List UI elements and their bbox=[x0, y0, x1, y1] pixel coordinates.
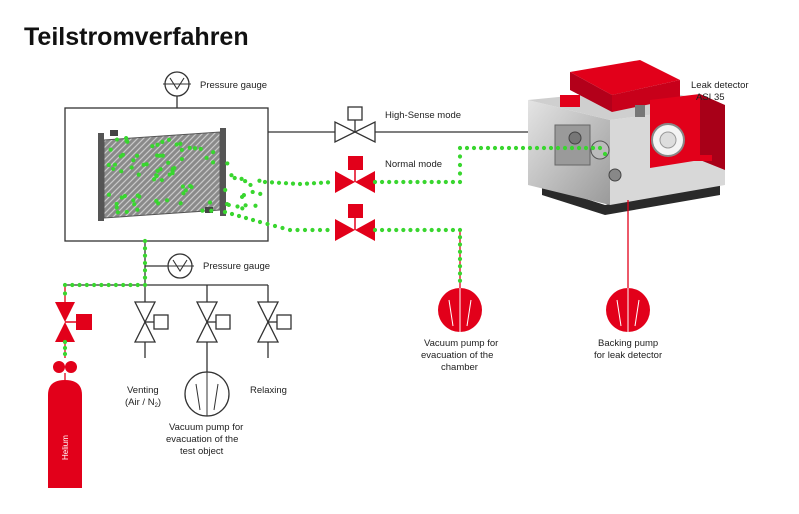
normal-mode-valve bbox=[335, 156, 375, 193]
venting-label-line1: Venting bbox=[127, 385, 159, 396]
leak-detector-label-line2: ASI 35 bbox=[696, 92, 725, 103]
backing-pump-label-line2: for leak detector bbox=[594, 350, 662, 361]
helium-cylinder bbox=[48, 380, 82, 488]
test-pump-label-line1: Vacuum pump for bbox=[169, 422, 243, 433]
chamber-pump-label-line2: evacuation of the bbox=[421, 350, 493, 361]
venting-label-line2: (Air / N2) bbox=[125, 397, 161, 409]
pressure-gauge-top-icon bbox=[163, 71, 191, 97]
backing-pump-label-line1: Backing pump bbox=[598, 338, 658, 349]
relaxing-valve bbox=[256, 301, 292, 343]
pressure-gauge-bottom-icon bbox=[166, 253, 194, 279]
test-pump-label-line3: test object bbox=[180, 446, 224, 457]
helium-valve bbox=[55, 302, 92, 342]
chamber-pump-label-line1: Vacuum pump for bbox=[424, 338, 498, 349]
relaxing-label: Relaxing bbox=[250, 385, 287, 396]
helium-regulator-icon bbox=[53, 361, 77, 373]
pressure-gauge-top-label: Pressure gauge bbox=[200, 80, 267, 91]
high-sense-mode-label: High-Sense mode bbox=[385, 110, 461, 121]
chamber-pump-label-line3: chamber bbox=[441, 362, 478, 373]
test-object-vacuum-pump bbox=[184, 371, 230, 417]
page-title: Teilstromverfahren bbox=[24, 23, 249, 51]
chamber-evacuation-valve bbox=[335, 204, 375, 241]
high-sense-valve bbox=[334, 106, 376, 144]
pressure-gauge-bottom-label: Pressure gauge bbox=[203, 261, 270, 272]
backing-pump bbox=[606, 288, 650, 332]
leak-detector-label-line1: Leak detector bbox=[691, 80, 749, 91]
helium-flow-dots bbox=[62, 135, 608, 357]
test-pump-label-line2: evacuation of the bbox=[166, 434, 238, 445]
radiator-test-object bbox=[98, 128, 226, 221]
test-object-pump-valve bbox=[195, 301, 231, 343]
helium-label: Helium bbox=[61, 435, 70, 460]
normal-mode-label: Normal mode bbox=[385, 159, 442, 170]
venting-valve bbox=[133, 301, 169, 343]
test-chamber bbox=[64, 107, 269, 242]
chamber-vacuum-pump bbox=[438, 288, 482, 332]
leak-detector-device bbox=[528, 60, 725, 215]
